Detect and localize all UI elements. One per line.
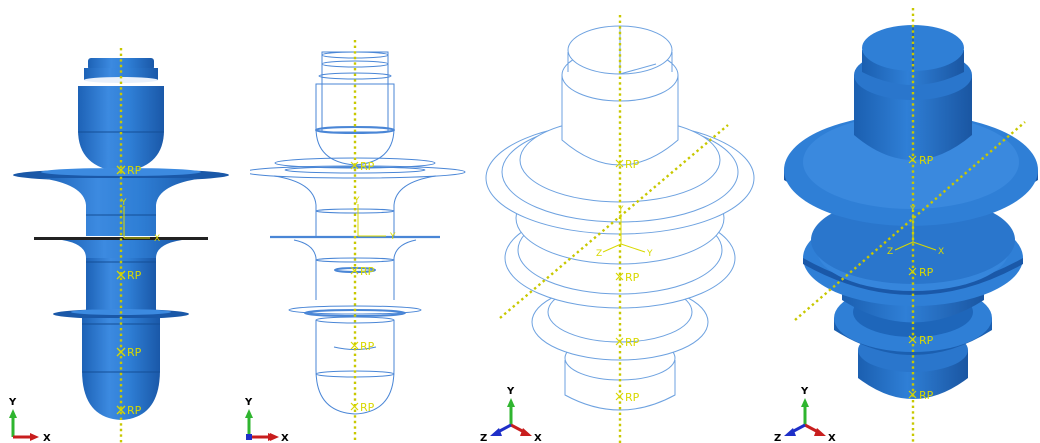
svg-text:RP: RP [360,340,375,353]
svg-text:Y: Y [646,249,653,259]
svg-text:RP: RP [127,269,142,282]
svg-text:Y: Y [8,397,17,408]
rp-marker: RP [908,266,934,279]
local-csys: Y X [120,198,160,244]
svg-text:Y: Y [244,397,253,408]
rp-marker: RP [908,154,934,167]
svg-text:X: X [828,433,836,443]
svg-text:RP: RP [360,160,375,173]
rp-marker: RP [350,160,375,173]
svg-text:Z: Z [596,249,602,259]
local-csys: Y Z Y [596,205,653,259]
front-wireframe-model: RP RP RP RP Y Y [250,40,466,443]
iso-wireframe-model: RP RP RP RP Y Z Y Y Z X [480,15,755,443]
rp-marker: RP [615,336,640,349]
rp-marker: RP [116,269,142,282]
svg-text:RP: RP [127,404,142,417]
svg-text:Y: Y [617,205,624,215]
triad-view-2: Y X [240,0,300,443]
view-triad: Y Z X [774,386,836,443]
svg-text:Y: Y [506,386,515,397]
rp-marker: RP [116,404,142,417]
datum-axis-diagonal [794,121,1026,321]
viewport-front-shaded[interactable]: RP RP RP RP Y X Y X [0,0,250,443]
svg-text:Y: Y [353,196,360,206]
viewport-front-wireframe[interactable]: RP RP RP RP Y Y [250,0,480,443]
svg-text:X: X [154,234,160,244]
front-shaded-model: RP RP RP RP Y X Y X [8,48,229,443]
svg-text:Y: Y [800,386,809,397]
svg-text:X: X [281,433,289,443]
svg-text:RP: RP [919,334,934,347]
svg-text:RP: RP [919,389,934,402]
view-triad: Y X [8,397,51,443]
svg-text:RP: RP [625,271,640,284]
svg-text:Z: Z [887,247,893,257]
rp-marker: RP [615,158,640,171]
svg-text:Z: Z [480,433,487,443]
svg-text:X: X [534,433,542,443]
svg-text:RP: RP [625,158,640,171]
rp-marker: RP [615,391,640,404]
viewport-iso-wireframe[interactable]: RP RP RP RP Y Z Y Y Z X [470,0,770,443]
rp-marker: RP [350,401,375,414]
local-csys: Y Z X [887,205,944,257]
rp-marker: RP [615,271,640,284]
svg-text:Y: Y [389,232,396,242]
svg-text:Y: Y [120,198,127,208]
iso-shaded-model: RP RP RP RP Y Z X Y Z X [774,8,1038,443]
rp-marker: RP [908,389,934,402]
svg-text:RP: RP [360,265,375,278]
rp-marker: RP [116,164,142,177]
rp-marker: RP [350,265,375,278]
rp-marker: RP [908,334,934,347]
head-dome [78,86,164,172]
svg-text:RP: RP [919,154,934,167]
viewport-iso-shaded[interactable]: RP RP RP RP Y Z X Y Z X [770,0,1040,443]
rp-marker: RP [116,346,142,359]
svg-text:RP: RP [127,346,142,359]
top-cap [88,58,154,70]
svg-text:RP: RP [360,401,375,414]
svg-text:X: X [938,247,944,257]
svg-text:X: X [43,433,51,443]
svg-text:RP: RP [919,266,934,279]
svg-text:RP: RP [625,336,640,349]
svg-text:RP: RP [625,391,640,404]
svg-text:RP: RP [127,164,142,177]
svg-text:Y: Y [909,205,916,215]
view-triad: Y X [244,397,289,443]
local-csys: Y Y [353,196,396,242]
view-triad: Y Z X [480,386,542,443]
rp-marker: RP [350,340,375,353]
svg-text:Z: Z [774,433,781,443]
